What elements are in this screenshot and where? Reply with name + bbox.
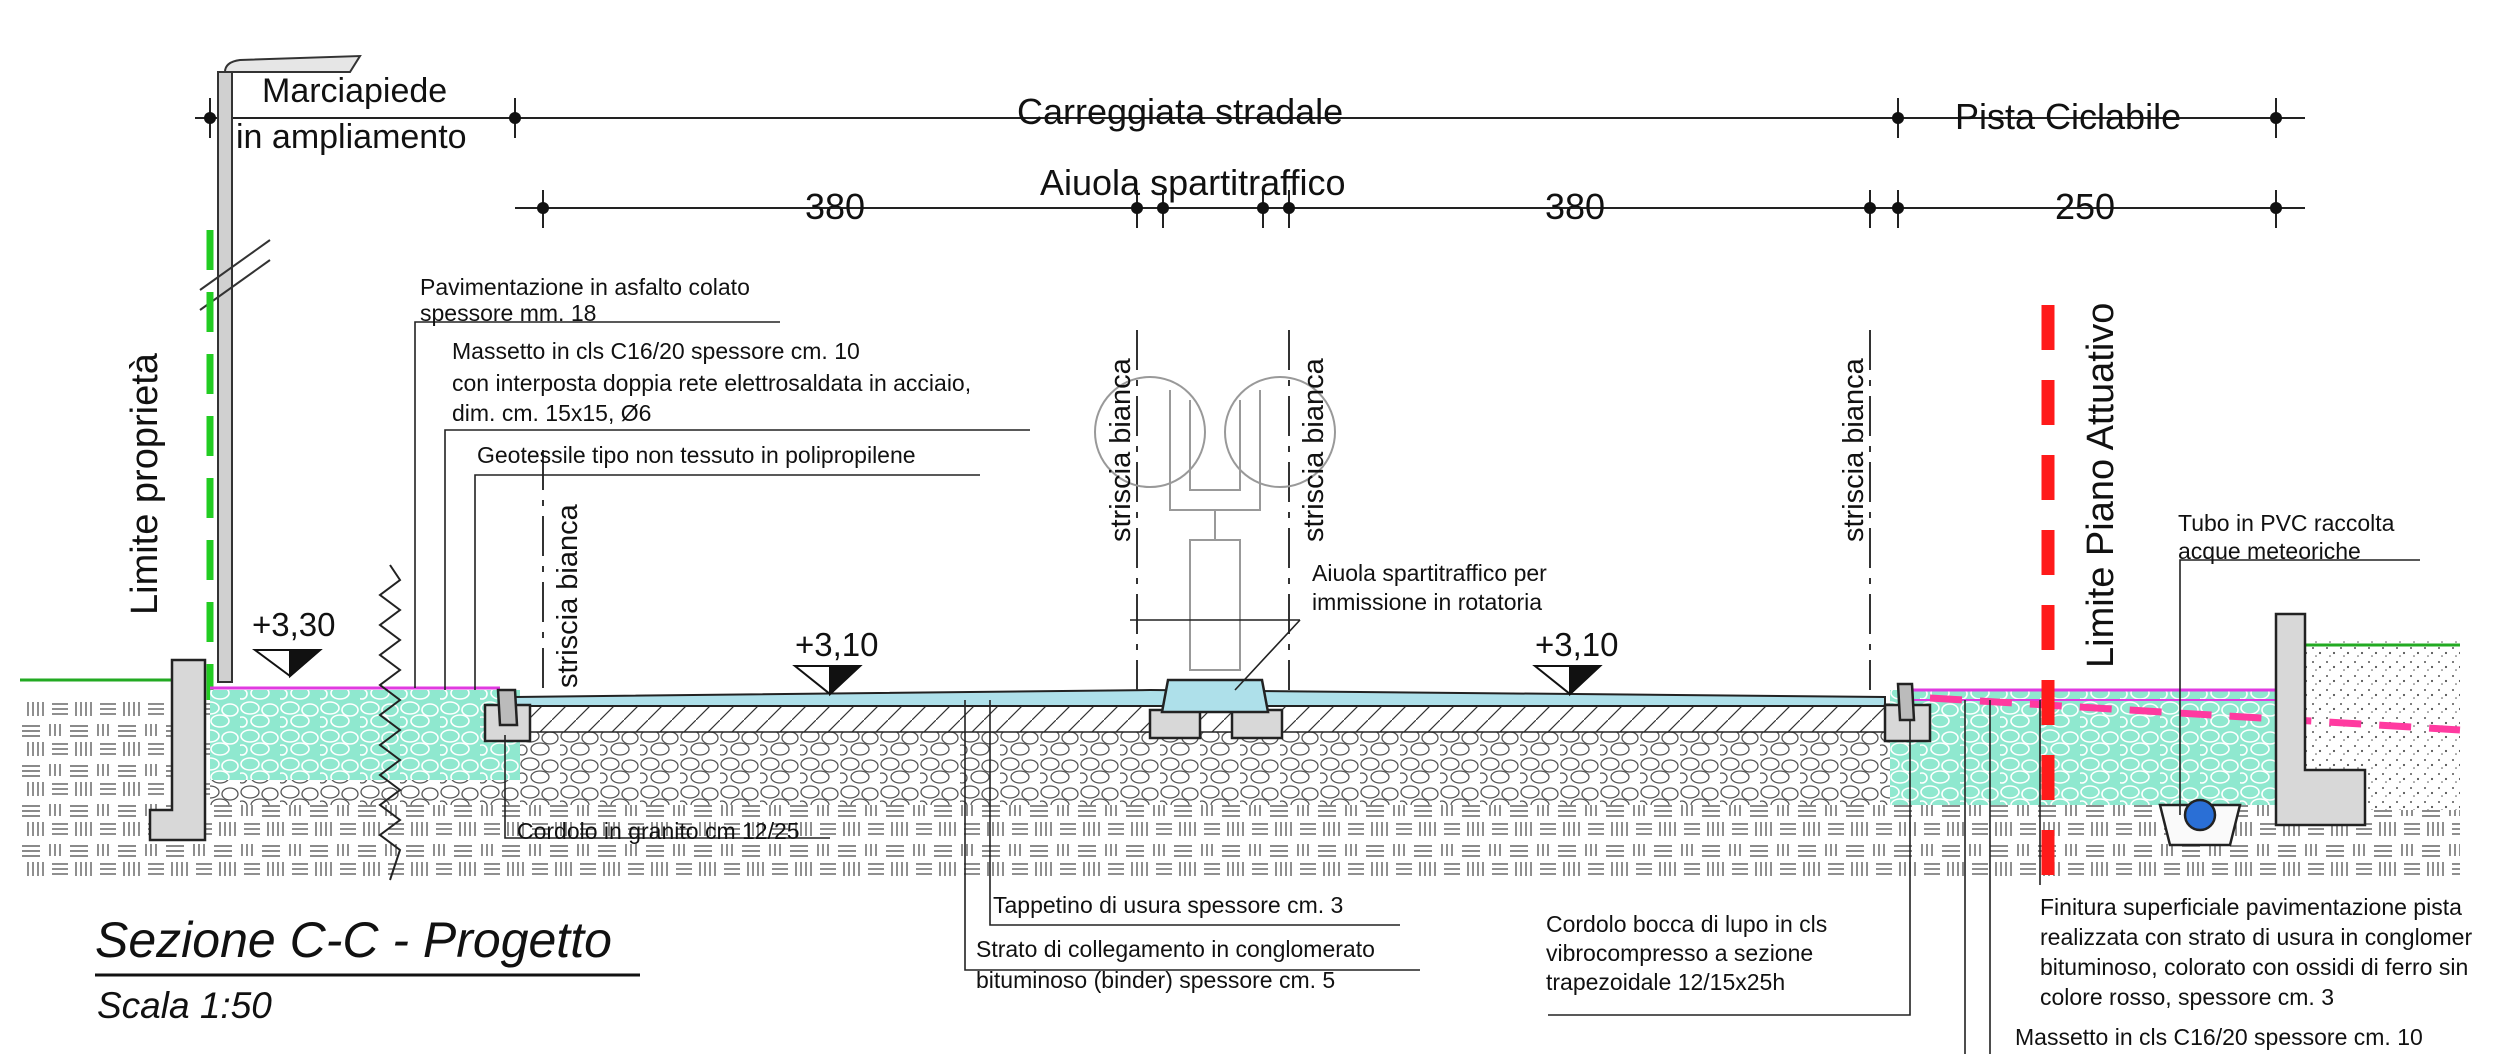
note-bike-finish-2: realizzata con strato di usura in conglo… <box>2040 924 2473 950</box>
dimension-lines <box>195 98 2305 228</box>
curbs-and-walls <box>148 612 2367 847</box>
note-bike-screed: Massetto in cls C16/20 spessore cm. 10 <box>2015 1024 2423 1050</box>
sidewalk-header-line2: in ampliamento <box>236 118 467 156</box>
note-bike-finish-4: colore rosso, spessore cm. 3 <box>2040 984 2335 1010</box>
stripe-axis-lines <box>542 330 1871 690</box>
note-binder-1: Strato di collegamento in conglomerato <box>976 936 1375 962</box>
elevation-sidewalk: +3,30 <box>252 606 336 643</box>
white-stripe-label-median-left: striscia bianca <box>1105 358 1137 542</box>
dimension-bike: 250 <box>2055 186 2116 227</box>
elevation-markers <box>251 649 1603 697</box>
dimension-lane-right: 380 <box>1545 186 1606 227</box>
note-geotextile: Geotessile tipo non tessuto in polipropi… <box>477 442 916 468</box>
white-stripe-label-median-right: striscia bianca <box>1298 358 1330 542</box>
note-granite-curb: Cordolo in granito cm 12/25 <box>517 818 800 844</box>
note-pvc-2: acque meteoriche <box>2178 538 2361 564</box>
note-pvc-1: Tubo in PVC raccolta <box>2178 510 2395 536</box>
note-median-1: Aiuola spartitraffico per <box>1312 560 1547 586</box>
note-screed-3: dim. cm. 15x15, Ø6 <box>452 400 652 426</box>
note-median-2: immissione in rotatoria <box>1312 589 1543 615</box>
note-screed-2: con interposta doppia rete elettrosaldat… <box>452 370 972 396</box>
note-screed-1: Massetto in cls C16/20 spessore cm. 10 <box>452 338 860 364</box>
section-title: Sezione C-C - Progetto <box>95 912 612 968</box>
white-stripe-label-right: striscia bianca <box>1838 358 1870 542</box>
leader-lines <box>414 321 2420 1054</box>
note-binder-2: bituminoso (binder) spessore cm. 5 <box>976 967 1336 993</box>
property-limit-label: Limite proprietà <box>124 353 166 615</box>
median-header: Aiuola spartitraffico <box>1040 162 1346 203</box>
carriageway-header: Carreggiata stradale <box>1017 91 1344 132</box>
note-wearing: Tappetino di usura spessore cm. 3 <box>993 892 1344 918</box>
plan-limit-label: Limite Piano Attuativo <box>2080 302 2122 668</box>
note-bike-finish-3: bituminoso, colorato con ossidi di ferro… <box>2040 954 2469 980</box>
elevation-lane-right: +3,10 <box>1535 626 1619 663</box>
note-asphalt-2: spessore mm. 18 <box>420 300 597 326</box>
break-line <box>378 564 402 881</box>
roundabout-sign-icon <box>1094 376 1336 671</box>
note-wolf-2: vibrocompresso a sezione <box>1546 940 1814 966</box>
note-bike-finish-1: Finitura superficiale pavimentazione pis… <box>2040 894 2462 920</box>
note-asphalt-1: Pavimentazione in asfalto colato <box>420 274 750 300</box>
sidewalk-header-line1: Marciapiede <box>262 72 448 110</box>
note-wolf-1: Cordolo bocca di lupo in cls <box>1546 911 1828 937</box>
ground-section <box>20 640 2461 880</box>
note-wolf-3: trapezoidale 12/15x25h <box>1546 969 1786 995</box>
bike-lane-header: Pista Ciclabile <box>1955 96 2182 137</box>
elevation-lane-left: +3,10 <box>795 626 879 663</box>
section-scale: Scala 1:50 <box>97 985 272 1026</box>
dimension-lane-left: 380 <box>805 186 866 227</box>
white-stripe-label-left: striscia bianca <box>552 504 584 688</box>
